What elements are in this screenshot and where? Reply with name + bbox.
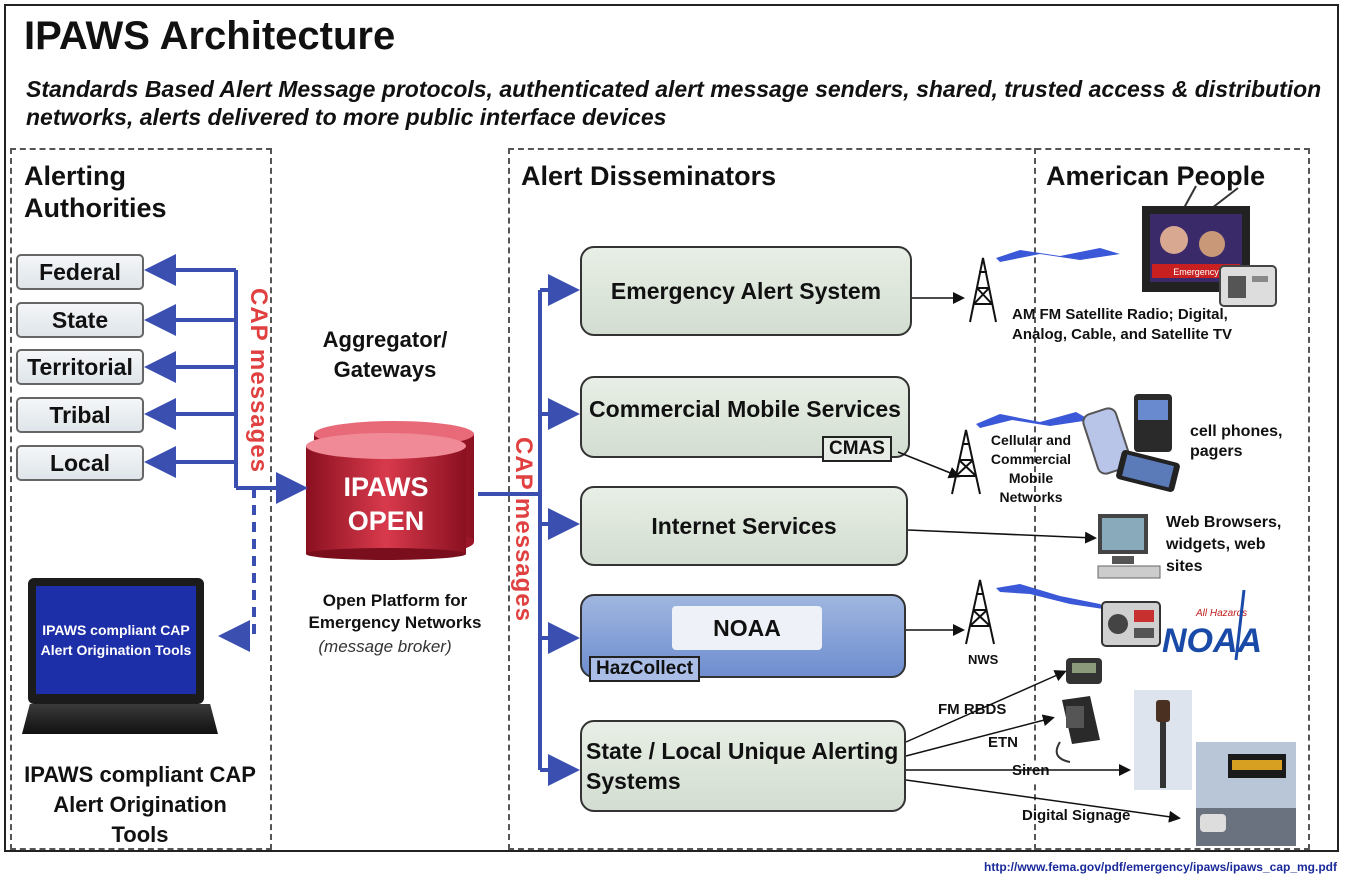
hazcollect-tag: HazCollect [589,656,701,682]
state-local-box: State / Local Unique Alerting Systems [580,720,906,812]
tower-icon [951,429,981,495]
pager-icon [1066,658,1102,684]
nws-label: NWS [968,652,999,667]
cell-phones-label: cell phones, pagers [1190,423,1283,460]
authority-local: Local [16,445,144,481]
cap-messages-left: CAP messages [245,288,272,473]
people-divider [1034,148,1036,850]
message-broker-label: (message broker) [318,637,452,656]
desk-phone-icon [1055,696,1100,763]
noaa-logo-icon: All Hazards NOAA [1162,589,1262,661]
cap-messages-right: CAP messages [510,437,537,622]
source-url: http://www.fema.gov/pdf/emergency/ipaws/… [984,860,1337,874]
disseminators-section [508,148,1310,850]
cellular-label: Cellular and Commercial Mobile Networks [990,432,1072,505]
web-label: Web Browsers, widgets, web sites [1166,514,1282,575]
ipaws-open-label: IPAWS OPEN [343,472,429,536]
weather-radio-icon [1101,601,1161,647]
authority-federal: Federal [16,254,144,290]
siren-icon [1134,690,1192,790]
tower-icon [969,257,997,323]
disseminator-connectors [478,274,580,786]
open-platform-label: Open Platform for Emergency Networks [308,591,482,632]
laptop-caption: IPAWS compliant CAP Alert Origination To… [24,762,256,847]
page-subtitle: Standards Based Alert Message protocols,… [26,76,1322,130]
tv-icon: Emergency [1142,185,1250,292]
authority-connectors [144,254,308,652]
digital-signage-label: Digital Signage [1022,807,1131,824]
tower-icon [965,579,995,645]
internet-box: Internet Services [580,486,908,566]
laptop-icon: IPAWS compliant CAP Alert Origination To… [22,578,218,736]
diagram-frame [4,4,1339,852]
page-title: IPAWS Architecture [24,14,396,58]
phone-icon [1082,394,1180,492]
authority-tribal: Tribal [16,397,144,433]
authorities-heading: Alerting Authorities [24,161,167,223]
tv-screen-text: Emergency [1173,267,1219,277]
laptop-screen-text: IPAWS compliant CAP Alert Origination To… [36,586,196,694]
people-heading: American People [1046,161,1266,191]
authority-territorial: Territorial [16,349,144,385]
noaa-label: NOAA [672,606,822,650]
disseminators-heading: Alert Disseminators [521,161,777,191]
radio-tv-label: AM FM Satellite Radio; Digital, Analog, … [1012,306,1233,343]
authorities-section [10,148,272,850]
database-icon [306,420,476,560]
road-sign-icon [1196,742,1296,846]
cmas-tag: CMAS [822,436,892,462]
authority-state: State [16,302,144,338]
computer-icon [1097,514,1161,579]
etn-label: ETN [988,734,1018,751]
noaa-logo-text: NOAA [1162,622,1262,660]
eas-box: Emergency Alert System [580,246,912,336]
aggregator-label: Aggregator/ Gateways [322,327,448,382]
output-connectors [897,292,1181,823]
signal-wave-icons [976,248,1120,610]
svg-text:All Hazards: All Hazards [1195,608,1247,619]
radio-icon [1219,265,1277,307]
